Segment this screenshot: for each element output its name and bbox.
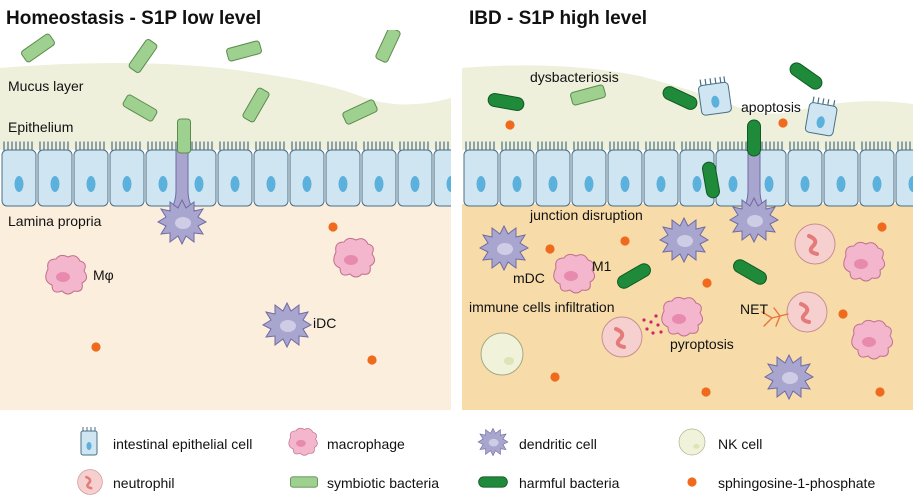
s1p-dot	[877, 222, 887, 232]
neutrophil	[793, 222, 837, 266]
epithelial-cell	[895, 149, 913, 207]
epithelial-cell	[73, 149, 109, 207]
s1p-dot	[875, 387, 885, 397]
net-label: NET	[740, 301, 768, 317]
macrophage-label: Mφ	[93, 267, 114, 283]
legend-item-nk: NK cell	[678, 428, 762, 456]
dendritic-cell-icon	[477, 428, 509, 456]
lamina-propria-label: Lamina propria	[8, 213, 102, 229]
legend-label: intestinal epithelial cell	[113, 436, 252, 452]
apoptotic-epithelial-cell	[698, 76, 732, 116]
legend-label: symbiotic bacteria	[327, 475, 439, 491]
s1p-dot	[545, 244, 555, 254]
legend-label: macrophage	[327, 436, 405, 452]
apoptosis-label: apoptosis	[741, 99, 801, 115]
epithelial-cell	[823, 149, 859, 207]
legend-item-epithelial: intestinal epithelial cell	[80, 427, 252, 456]
epithelial-cell	[535, 149, 571, 207]
s1p-dot	[328, 222, 338, 232]
mucus-layer	[0, 63, 451, 150]
macrophage	[843, 241, 886, 282]
macrophage	[851, 319, 894, 360]
legend-label: neutrophil	[113, 475, 175, 491]
mucus-layer-label: Mucus layer	[8, 78, 84, 94]
pyroptosis-particles	[642, 314, 663, 335]
legend-label: dendritic cell	[519, 436, 597, 452]
epithelial-cell	[859, 149, 895, 207]
harmful-bacteria-icon	[478, 476, 508, 488]
s1p-dot	[701, 387, 711, 397]
left-panel: Homeostasis - S1P low level Mucus layer …	[0, 8, 451, 410]
harmful-bacterium	[747, 119, 761, 157]
s1p-dot	[367, 355, 377, 365]
neutrophil-icon	[76, 468, 104, 496]
s1p-dot	[550, 372, 560, 382]
macrophage-m1	[553, 253, 596, 294]
epithelial-cell	[1, 149, 37, 207]
epithelial-cell-icon	[80, 427, 98, 456]
macrophage-left	[45, 254, 88, 295]
pyroptosis-label: pyroptosis	[670, 336, 734, 352]
epithelial-cell	[217, 149, 253, 207]
epithelial-cell	[325, 149, 361, 207]
epithelial-cell	[463, 149, 499, 207]
legend-item-dendritic: dendritic cell	[477, 428, 597, 456]
legend-item-s1p: sphingosine-1-phosphate	[687, 475, 875, 491]
epithelial-cell	[361, 149, 397, 207]
epithelial-cell	[37, 149, 73, 207]
idc-label: iDC	[313, 315, 336, 331]
mdc-label: mDC	[513, 270, 545, 286]
s1p-dot	[91, 342, 101, 352]
s1p-dot	[702, 278, 712, 288]
s1p-icon	[687, 477, 697, 487]
epithelial-cell	[397, 149, 433, 207]
symbiotic-bacteria-icon	[289, 476, 319, 488]
macrophage-icon	[288, 427, 318, 456]
epithelium-label: Epithelium	[8, 119, 73, 135]
s1p-dot	[505, 120, 515, 130]
legend-item-harmful: harmful bacteria	[478, 475, 620, 491]
legend-label: harmful bacteria	[519, 475, 620, 491]
s1p-dot	[778, 118, 788, 128]
dysbacteriosis-label: dysbacteriosis	[530, 69, 619, 85]
macrophage-left	[333, 237, 376, 278]
epithelial-cell	[643, 149, 679, 207]
neutrophil	[600, 315, 644, 359]
apoptotic-epithelial-cell	[804, 96, 838, 137]
nk-cell	[480, 332, 524, 376]
epithelial-cell	[253, 149, 289, 207]
legend: intestinal epithelial cell macrophage de…	[76, 427, 875, 496]
right-panel: IBD - S1P high level dysbacteriosis apop…	[462, 8, 913, 410]
epithelial-cell	[787, 149, 823, 207]
neutrophil-net	[785, 290, 829, 334]
legend-label: NK cell	[718, 436, 762, 452]
epithelial-cell	[109, 149, 145, 207]
epithelial-cell	[289, 149, 325, 207]
legend-label: sphingosine-1-phosphate	[718, 475, 875, 491]
epithelial-cell	[607, 149, 643, 207]
lamina-propria-left	[0, 204, 451, 410]
epithelial-cell	[715, 149, 751, 207]
legend-item-macrophage: macrophage	[288, 427, 405, 456]
legend-item-symbiotic: symbiotic bacteria	[289, 475, 439, 491]
net-strands	[761, 307, 789, 327]
left-panel-title: Homeostasis - S1P low level	[6, 8, 261, 29]
epithelial-cell	[499, 149, 535, 207]
legend-item-neutrophil: neutrophil	[76, 468, 175, 496]
s1p-dot	[620, 236, 630, 246]
junction-disruption-label: junction disruption	[529, 207, 643, 223]
m1-label: M1	[592, 258, 612, 274]
right-panel-title: IBD - S1P high level	[469, 8, 647, 29]
macrophage-pyroptosis	[661, 296, 704, 337]
immune-cells-infiltration-label: immune cells infiltration	[469, 299, 615, 315]
s1p-dot	[838, 309, 848, 319]
epithelial-cell	[571, 149, 607, 207]
nk-cell-icon	[678, 428, 706, 456]
symbiotic-bacterium	[177, 118, 191, 154]
epithelium-right	[463, 141, 913, 207]
